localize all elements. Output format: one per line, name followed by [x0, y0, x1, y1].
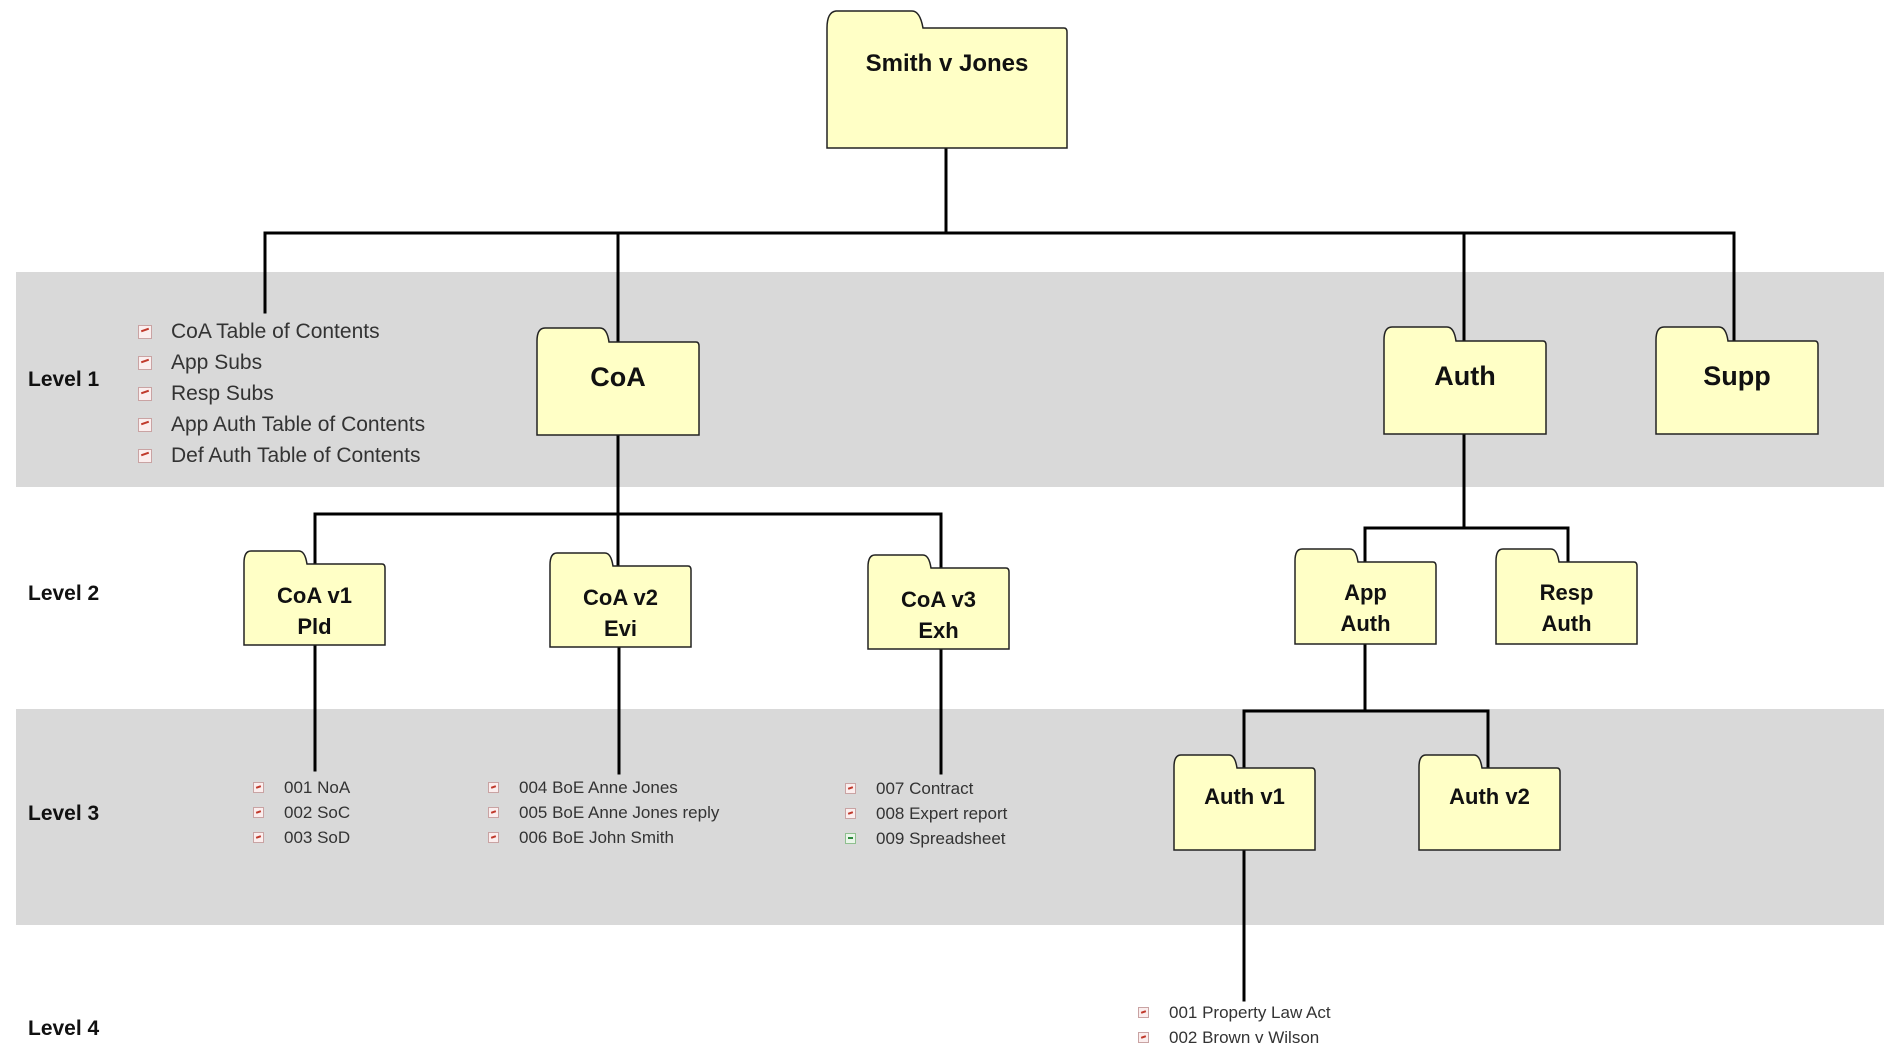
file-name: 002 SoC	[284, 802, 351, 822]
file-item[interactable]: 007 Contract	[845, 776, 1007, 801]
level-2-label: Level 2	[28, 582, 100, 605]
pdf-icon	[138, 355, 152, 370]
file-name: 001 Property Law Act	[1169, 1002, 1331, 1022]
file-name: CoA Table of Contents	[171, 319, 380, 343]
file-item[interactable]: 005 BoE Anne Jones reply	[488, 800, 719, 825]
pdf-icon	[488, 807, 499, 818]
file-name: 006 BoE John Smith	[519, 827, 674, 847]
pdf-icon	[1138, 1032, 1149, 1043]
folder-coa-v1-pld[interactable]: CoA v1 Pld	[243, 550, 386, 646]
folder-icon	[1383, 326, 1547, 435]
folder-icon	[867, 554, 1010, 650]
folder-icon	[1173, 754, 1316, 851]
folder-icon	[536, 327, 700, 436]
coa-v3-file-list: 007 Contract 008 Expert report 009 Sprea…	[845, 776, 1007, 851]
folder-label-line-2: Pld	[297, 614, 332, 639]
file-name: 009 Spreadsheet	[876, 828, 1006, 848]
folder-auth[interactable]: Auth	[1383, 326, 1547, 435]
folder-icon	[1294, 548, 1437, 645]
file-item[interactable]: 004 BoE Anne Jones	[488, 775, 719, 800]
pdf-icon	[845, 783, 856, 794]
pdf-icon	[845, 808, 856, 819]
folder-auth-v1[interactable]: Auth v1	[1173, 754, 1316, 851]
folder-icon	[1418, 754, 1561, 851]
level-1-file-list: CoA Table of Contents App Subs Resp Subs…	[138, 316, 425, 471]
file-item[interactable]: App Auth Table of Contents	[138, 409, 425, 440]
file-name: 002 Brown v Wilson	[1169, 1027, 1320, 1047]
pdf-icon	[488, 782, 499, 793]
folder-coa[interactable]: CoA	[536, 327, 700, 436]
folder-label-line-1: Resp	[1539, 580, 1594, 605]
folder-icon	[826, 10, 1068, 149]
file-name: 008 Expert report	[876, 803, 1008, 823]
pdf-icon	[253, 782, 264, 793]
folder-label: Supp	[1703, 361, 1771, 391]
folder-resp-auth[interactable]: Resp Auth	[1495, 548, 1638, 645]
folder-label: Auth v2	[1449, 784, 1530, 809]
folder-icon	[1495, 548, 1638, 645]
folder-label-line-2: Auth	[1541, 611, 1592, 636]
pdf-icon	[1138, 1007, 1149, 1018]
file-name: App Subs	[171, 350, 263, 374]
file-name: Resp Subs	[171, 381, 274, 405]
file-name: 004 BoE Anne Jones	[519, 777, 678, 797]
file-item[interactable]: App Subs	[138, 347, 425, 378]
folder-label-line-1: App	[1344, 580, 1387, 605]
file-item[interactable]: Resp Subs	[138, 378, 425, 409]
file-name: 003 SoD	[284, 827, 351, 847]
file-item[interactable]: 008 Expert report	[845, 801, 1007, 826]
file-name: 005 BoE Anne Jones reply	[519, 802, 720, 822]
folder-label-line-2: Exh	[918, 618, 959, 643]
coa-v2-file-list: 004 BoE Anne Jones 005 BoE Anne Jones re…	[488, 775, 719, 850]
pdf-icon	[138, 386, 152, 401]
folder-app-auth[interactable]: App Auth	[1294, 548, 1437, 645]
folder-label-line-1: CoA v1	[277, 583, 352, 608]
file-item[interactable]: 001 NoA	[253, 775, 350, 800]
level-1-band	[16, 272, 1884, 487]
coa-v1-file-list: 001 NoA 002 SoC 003 SoD	[253, 775, 350, 850]
level-3-band	[16, 709, 1884, 925]
file-name: Def Auth Table of Contents	[171, 443, 421, 467]
folder-label: Smith v Jones	[865, 50, 1029, 77]
folder-icon	[243, 550, 386, 646]
file-item[interactable]: 002 Brown v Wilson	[1138, 1025, 1331, 1050]
file-name: App Auth Table of Contents	[171, 412, 426, 436]
file-item[interactable]: Def Auth Table of Contents	[138, 440, 425, 471]
level-3-label: Level 3	[28, 802, 100, 825]
pdf-icon	[253, 832, 264, 843]
folder-label-line-2: Auth	[1340, 611, 1391, 636]
folder-icon	[549, 552, 692, 648]
folder-label-line-1: CoA v2	[583, 585, 658, 610]
folder-auth-v2[interactable]: Auth v2	[1418, 754, 1561, 851]
folder-label: Auth	[1434, 361, 1496, 391]
pdf-icon	[138, 448, 152, 463]
file-item[interactable]: 009 Spreadsheet	[845, 826, 1007, 851]
folder-label-line-2: Evi	[603, 616, 638, 641]
file-item[interactable]: 001 Property Law Act	[1138, 1000, 1331, 1025]
spreadsheet-icon	[845, 833, 856, 844]
level-4-label: Level 4	[28, 1017, 100, 1040]
folder-label-line-1: CoA v3	[901, 587, 976, 612]
auth-v1-file-list: 001 Property Law Act 002 Brown v Wilson	[1138, 1000, 1331, 1050]
file-item[interactable]: 006 BoE John Smith	[488, 825, 719, 850]
pdf-icon	[138, 417, 152, 432]
folder-coa-v2-evi[interactable]: CoA v2 Evi	[549, 552, 692, 648]
file-name: 007 Contract	[876, 778, 974, 798]
file-name: 001 NoA	[284, 777, 351, 797]
folder-label: Auth v1	[1204, 784, 1285, 809]
folder-label: CoA	[590, 362, 646, 392]
pdf-icon	[488, 832, 499, 843]
folder-smith-v-jones[interactable]: Smith v Jones	[826, 10, 1068, 149]
folder-coa-v3-exh[interactable]: CoA v3 Exh	[867, 554, 1010, 650]
file-item[interactable]: CoA Table of Contents	[138, 316, 425, 347]
pdf-icon	[253, 807, 264, 818]
folder-icon	[1655, 326, 1819, 435]
file-item[interactable]: 002 SoC	[253, 800, 350, 825]
pdf-icon	[138, 324, 152, 339]
folder-supp[interactable]: Supp	[1655, 326, 1819, 435]
level-1-label: Level 1	[28, 368, 100, 391]
file-item[interactable]: 003 SoD	[253, 825, 350, 850]
